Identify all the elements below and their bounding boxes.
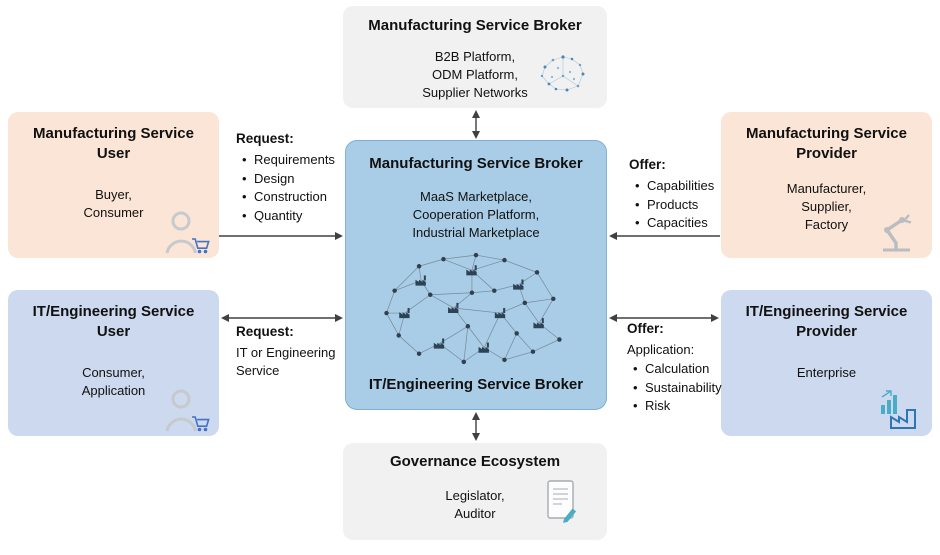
- factory-chart-icon: [881, 390, 916, 429]
- title-line: User: [96, 145, 131, 162]
- center-broker-title: Manufacturing Service Broker: [369, 155, 583, 172]
- document-audit-icon: [547, 480, 577, 523]
- body-line: Consumer,: [82, 365, 145, 380]
- body-line: Factory: [804, 217, 849, 232]
- it-service-user-box: IT/Engineering Service User Consumer, Ap…: [8, 290, 219, 436]
- person-cart-icon: [165, 389, 210, 432]
- label-heading: Offer:: [627, 321, 664, 336]
- offer-it-label: Offer: Application: Calculation Sustaina…: [627, 320, 742, 416]
- label-heading: Request:: [236, 131, 294, 146]
- arrow-top-broker-center: [472, 110, 480, 139]
- label-bullet: Sustainability: [627, 379, 742, 398]
- robot-arm-icon: [883, 214, 912, 252]
- body-line: MaaS Marketplace,: [420, 189, 532, 204]
- governance-title: Governance Ecosystem: [389, 453, 561, 470]
- broker-top-title: Manufacturing Service Broker: [368, 17, 582, 34]
- it-service-provider-box: IT/Engineering Service Provider Enterpri…: [721, 290, 932, 436]
- title-line: IT/Engineering Service: [745, 303, 908, 320]
- box-body: Consumer, Application: [8, 364, 219, 400]
- governance-body: Legislator, Auditor: [343, 487, 607, 523]
- body-line: Enterprise: [796, 365, 857, 380]
- body-line: Application: [81, 383, 146, 398]
- offer-mfg-label: Offer: Capabilities Products Capacities: [629, 156, 734, 233]
- center-broker-box: Manufacturing Service Broker MaaS Market…: [345, 140, 607, 410]
- box-body: Manufacturer, Supplier, Factory: [721, 180, 932, 234]
- label-bullet: Capacities: [629, 214, 734, 233]
- network-dots-icon: [540, 55, 585, 92]
- box-title: Manufacturing Service User: [8, 124, 219, 164]
- body-line: Industrial Marketplace: [412, 225, 540, 240]
- label-bullet: Requirements: [236, 151, 346, 170]
- marketplace-network-graphic: [384, 252, 562, 365]
- label-heading: Offer:: [629, 157, 666, 172]
- label-bullet: Design: [236, 170, 346, 189]
- label-line: Service: [236, 363, 280, 378]
- body-line: Supplier,: [801, 199, 852, 214]
- arrow-center-governance: [472, 412, 480, 441]
- label-subheading: Application:: [627, 342, 695, 357]
- broker-top-box: Manufacturing Service Broker B2B Platfor…: [343, 6, 607, 108]
- body-line: Consumer: [83, 205, 144, 220]
- label-line: IT or Engineering: [236, 345, 336, 360]
- label-bullet: Calculation: [627, 360, 742, 379]
- body-line: Supplier Networks: [422, 85, 528, 100]
- title-line: User: [96, 323, 131, 340]
- mfg-service-user-box: Manufacturing Service User Buyer, Consum…: [8, 112, 219, 258]
- label-bullet: Quantity: [236, 207, 346, 226]
- title-line: IT/Engineering Service: [32, 303, 195, 320]
- label-bullet: Capabilities: [629, 177, 734, 196]
- arrow-request-mfg: [219, 232, 343, 240]
- body-line: Buyer,: [95, 187, 132, 202]
- it-broker-title: IT/Engineering Service Broker: [368, 376, 584, 393]
- arrow-offer-mfg: [609, 232, 720, 240]
- body-line: Cooperation Platform,: [412, 207, 540, 222]
- title-line: Manufacturing Service: [746, 125, 907, 142]
- box-title: IT/Engineering Service User: [8, 302, 219, 342]
- broker-top-body: B2B Platform, ODM Platform, Supplier Net…: [343, 48, 607, 102]
- request-it-label: Request: IT or Engineering Service: [236, 323, 356, 380]
- request-mfg-label: Request: Requirements Design Constructio…: [236, 130, 346, 225]
- mfg-service-provider-box: Manufacturing Service Provider Manufactu…: [721, 112, 932, 258]
- label-heading: Request:: [236, 324, 294, 339]
- title-line: Provider: [796, 323, 857, 340]
- box-title: IT/Engineering Service Provider: [721, 302, 932, 342]
- box-body: Buyer, Consumer: [8, 186, 219, 222]
- label-bullet: Products: [629, 196, 734, 215]
- arrow-request-it: [221, 314, 343, 322]
- body-line: ODM Platform,: [432, 67, 518, 82]
- body-line: Legislator,: [445, 488, 505, 503]
- person-cart-icon: [165, 211, 210, 254]
- title-line: Manufacturing Service: [33, 125, 194, 142]
- label-bullet: Risk: [627, 397, 742, 416]
- box-title: Manufacturing Service Provider: [721, 124, 932, 164]
- title-line: Provider: [796, 145, 857, 162]
- body-line: Manufacturer,: [786, 181, 867, 196]
- box-body: Enterprise: [721, 364, 932, 382]
- center-broker-body: MaaS Marketplace, Cooperation Platform, …: [346, 188, 606, 242]
- governance-box: Governance Ecosystem Legislator, Auditor: [343, 443, 607, 540]
- label-bullet: Construction: [236, 188, 346, 207]
- body-line: Auditor: [454, 506, 496, 521]
- body-line: B2B Platform,: [434, 49, 516, 64]
